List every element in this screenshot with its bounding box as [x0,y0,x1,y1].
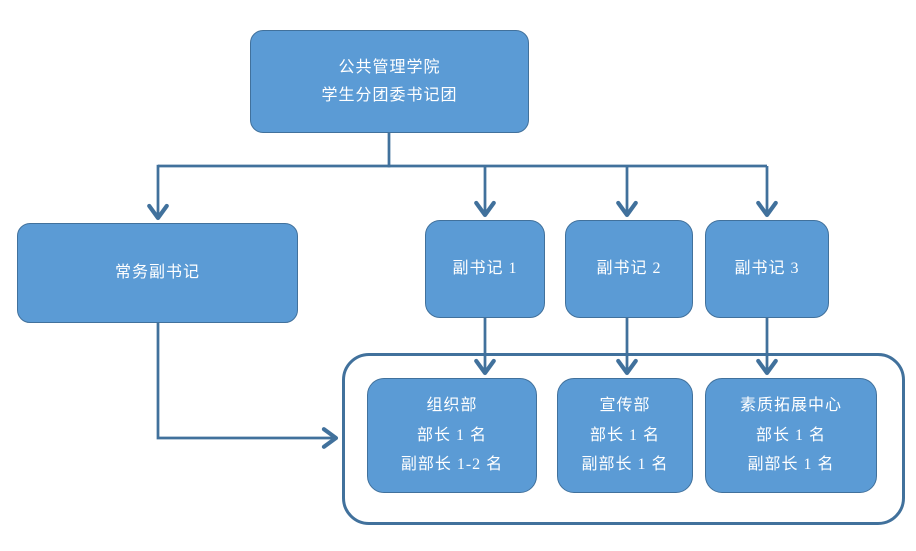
node-label: 公共管理学院 [338,58,441,76]
node-quality-development-center: 素质拓展中心 部长 1 名 副部长 1 名 [705,378,877,493]
node-root-secretary-team: 公共管理学院 学生分团委书记团 [250,30,529,133]
node-label: 部长 1 名 [755,426,826,444]
node-label: 部长 1 名 [589,426,660,444]
node-executive-deputy-secretary: 常务副书记 [17,223,298,323]
node-label: 副部长 1 名 [581,456,669,474]
node-label: 组织部 [426,397,478,415]
node-organization-department: 组织部 部长 1 名 副部长 1-2 名 [367,378,537,493]
node-label: 常务副书记 [114,264,200,281]
node-label: 副书记 3 [734,260,800,277]
node-deputy-secretary-3: 副书记 3 [705,220,829,318]
node-label: 宣传部 [599,397,651,415]
node-label: 部长 1 名 [416,426,487,444]
node-label: 副部长 1 名 [747,456,835,474]
node-label: 学生分团委书记团 [321,86,458,104]
node-label: 副书记 2 [596,260,662,277]
node-label: 副部长 1-2 名 [400,456,504,474]
node-deputy-secretary-1: 副书记 1 [425,220,545,318]
node-deputy-secretary-2: 副书记 2 [565,220,693,318]
connector-elbow-exec-to-container [156,322,339,449]
node-publicity-department: 宣传部 部长 1 名 副部长 1 名 [557,378,693,493]
node-label: 副书记 1 [452,260,518,277]
node-label: 素质拓展中心 [739,397,842,415]
